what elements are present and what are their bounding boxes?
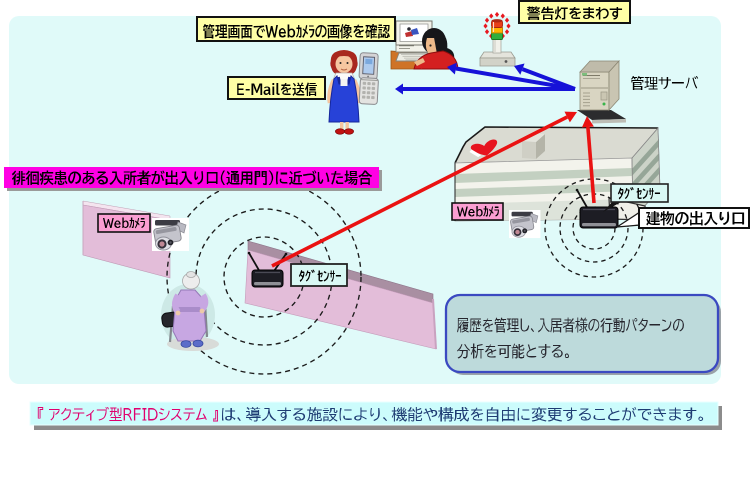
footer-highlight-glyphs	[37, 407, 218, 422]
warning-light-label-glyphs	[526, 6, 623, 20]
note-line1-glyphs	[457, 317, 684, 333]
server-label-glyphs	[630, 76, 699, 90]
alert-arrows-blue	[395, 62, 576, 95]
note-line2-glyphs	[457, 343, 569, 359]
entrance-label-glyphs	[646, 211, 745, 226]
caregiver-with-phone	[327, 50, 361, 135]
resident-with-walker	[161, 271, 219, 351]
webcam-gate-label-box	[97, 213, 151, 233]
heart-logo	[469, 139, 498, 158]
warning-light	[479, 11, 516, 67]
tag-sensor-gate-label-glyphs	[298, 269, 342, 282]
tag-sensor-device-gate	[247, 251, 288, 288]
monitor-check-label-glyphs	[202, 24, 390, 39]
tag-sensor-building-pointer	[603, 201, 621, 212]
mobile-phone	[358, 52, 379, 105]
scenario-banner-glyphs	[11, 170, 373, 185]
footer-banner-box	[29, 401, 719, 426]
send-email-label-glyphs	[237, 82, 318, 96]
note-box	[444, 293, 720, 374]
server-tower	[577, 59, 626, 124]
detection-arrows-red	[271, 111, 596, 268]
webcam-device-gate	[152, 218, 189, 251]
operator-at-computer	[390, 20, 459, 70]
webcam-device-building	[509, 210, 541, 239]
footer-text-glyphs	[222, 407, 704, 422]
webcam-gate-label-glyphs	[102, 217, 145, 229]
tag-sensor-building-label-box	[610, 183, 669, 203]
